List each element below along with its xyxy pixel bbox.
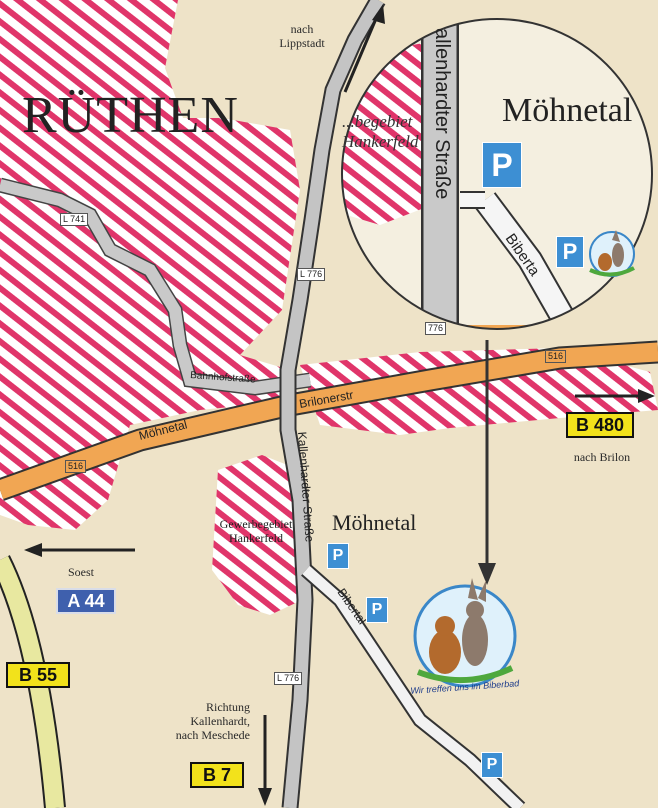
zoom-street-label-kallenhardter: allenhardter Straße (431, 28, 453, 199)
road-number-l776-south: L 776 (274, 672, 303, 685)
direction-south-line3: nach Meschede (175, 728, 250, 742)
town-label: RÜTHEN (22, 87, 239, 144)
direction-north-line2: Lippstadt (279, 36, 325, 50)
direction-west: Soest (67, 565, 94, 579)
parking-sign-moehnetal: P (327, 543, 349, 569)
urban-area-industrial (212, 455, 308, 615)
zoom-road-number: 776 (425, 322, 447, 335)
zoom-place-label: Möhnetal (502, 92, 633, 129)
shield-b7: B 7 (190, 762, 244, 788)
road-number-l776-north: L 776 (297, 268, 326, 281)
shield-b480: B 480 (566, 412, 634, 438)
parking-sign-zoom-small: P (556, 236, 584, 268)
zoom-pointer-arrow (478, 340, 496, 585)
place-label-moehnetal: Möhnetal (332, 510, 417, 535)
direction-south: Richtung Kallenhardt, nach Meschede (140, 700, 250, 742)
direction-north-line1: nach (290, 22, 314, 36)
road-number-516-east: 516 (545, 350, 567, 363)
zoom-industrial-area-label: ...begebiet Hankerfeld (342, 112, 419, 151)
direction-east: nach Brilon (573, 450, 631, 464)
arrow-south (258, 715, 272, 806)
direction-south-line1: Richtung (206, 700, 250, 714)
street-label-bahnhofstrasse: Bahnhofstraße (190, 370, 257, 386)
direction-north: nach Lippstadt (272, 22, 332, 50)
shield-b55: B 55 (6, 662, 70, 688)
shield-a44: A 44 (56, 588, 116, 614)
parking-sign-bibertal: P (366, 597, 388, 623)
arrow-east (575, 389, 655, 403)
arrow-west (24, 543, 135, 557)
road-number-516-west: 516 (65, 460, 87, 473)
parking-sign-south: P (481, 752, 503, 778)
road-number-l741: L 741 (60, 213, 89, 226)
arrow-north (343, 4, 385, 93)
parking-sign-zoom-large: P (482, 142, 522, 188)
direction-south-line2: Kallenhardt, (190, 714, 250, 728)
industrial-area-label: Gewerbegebiet Hankerfeld (219, 517, 293, 545)
